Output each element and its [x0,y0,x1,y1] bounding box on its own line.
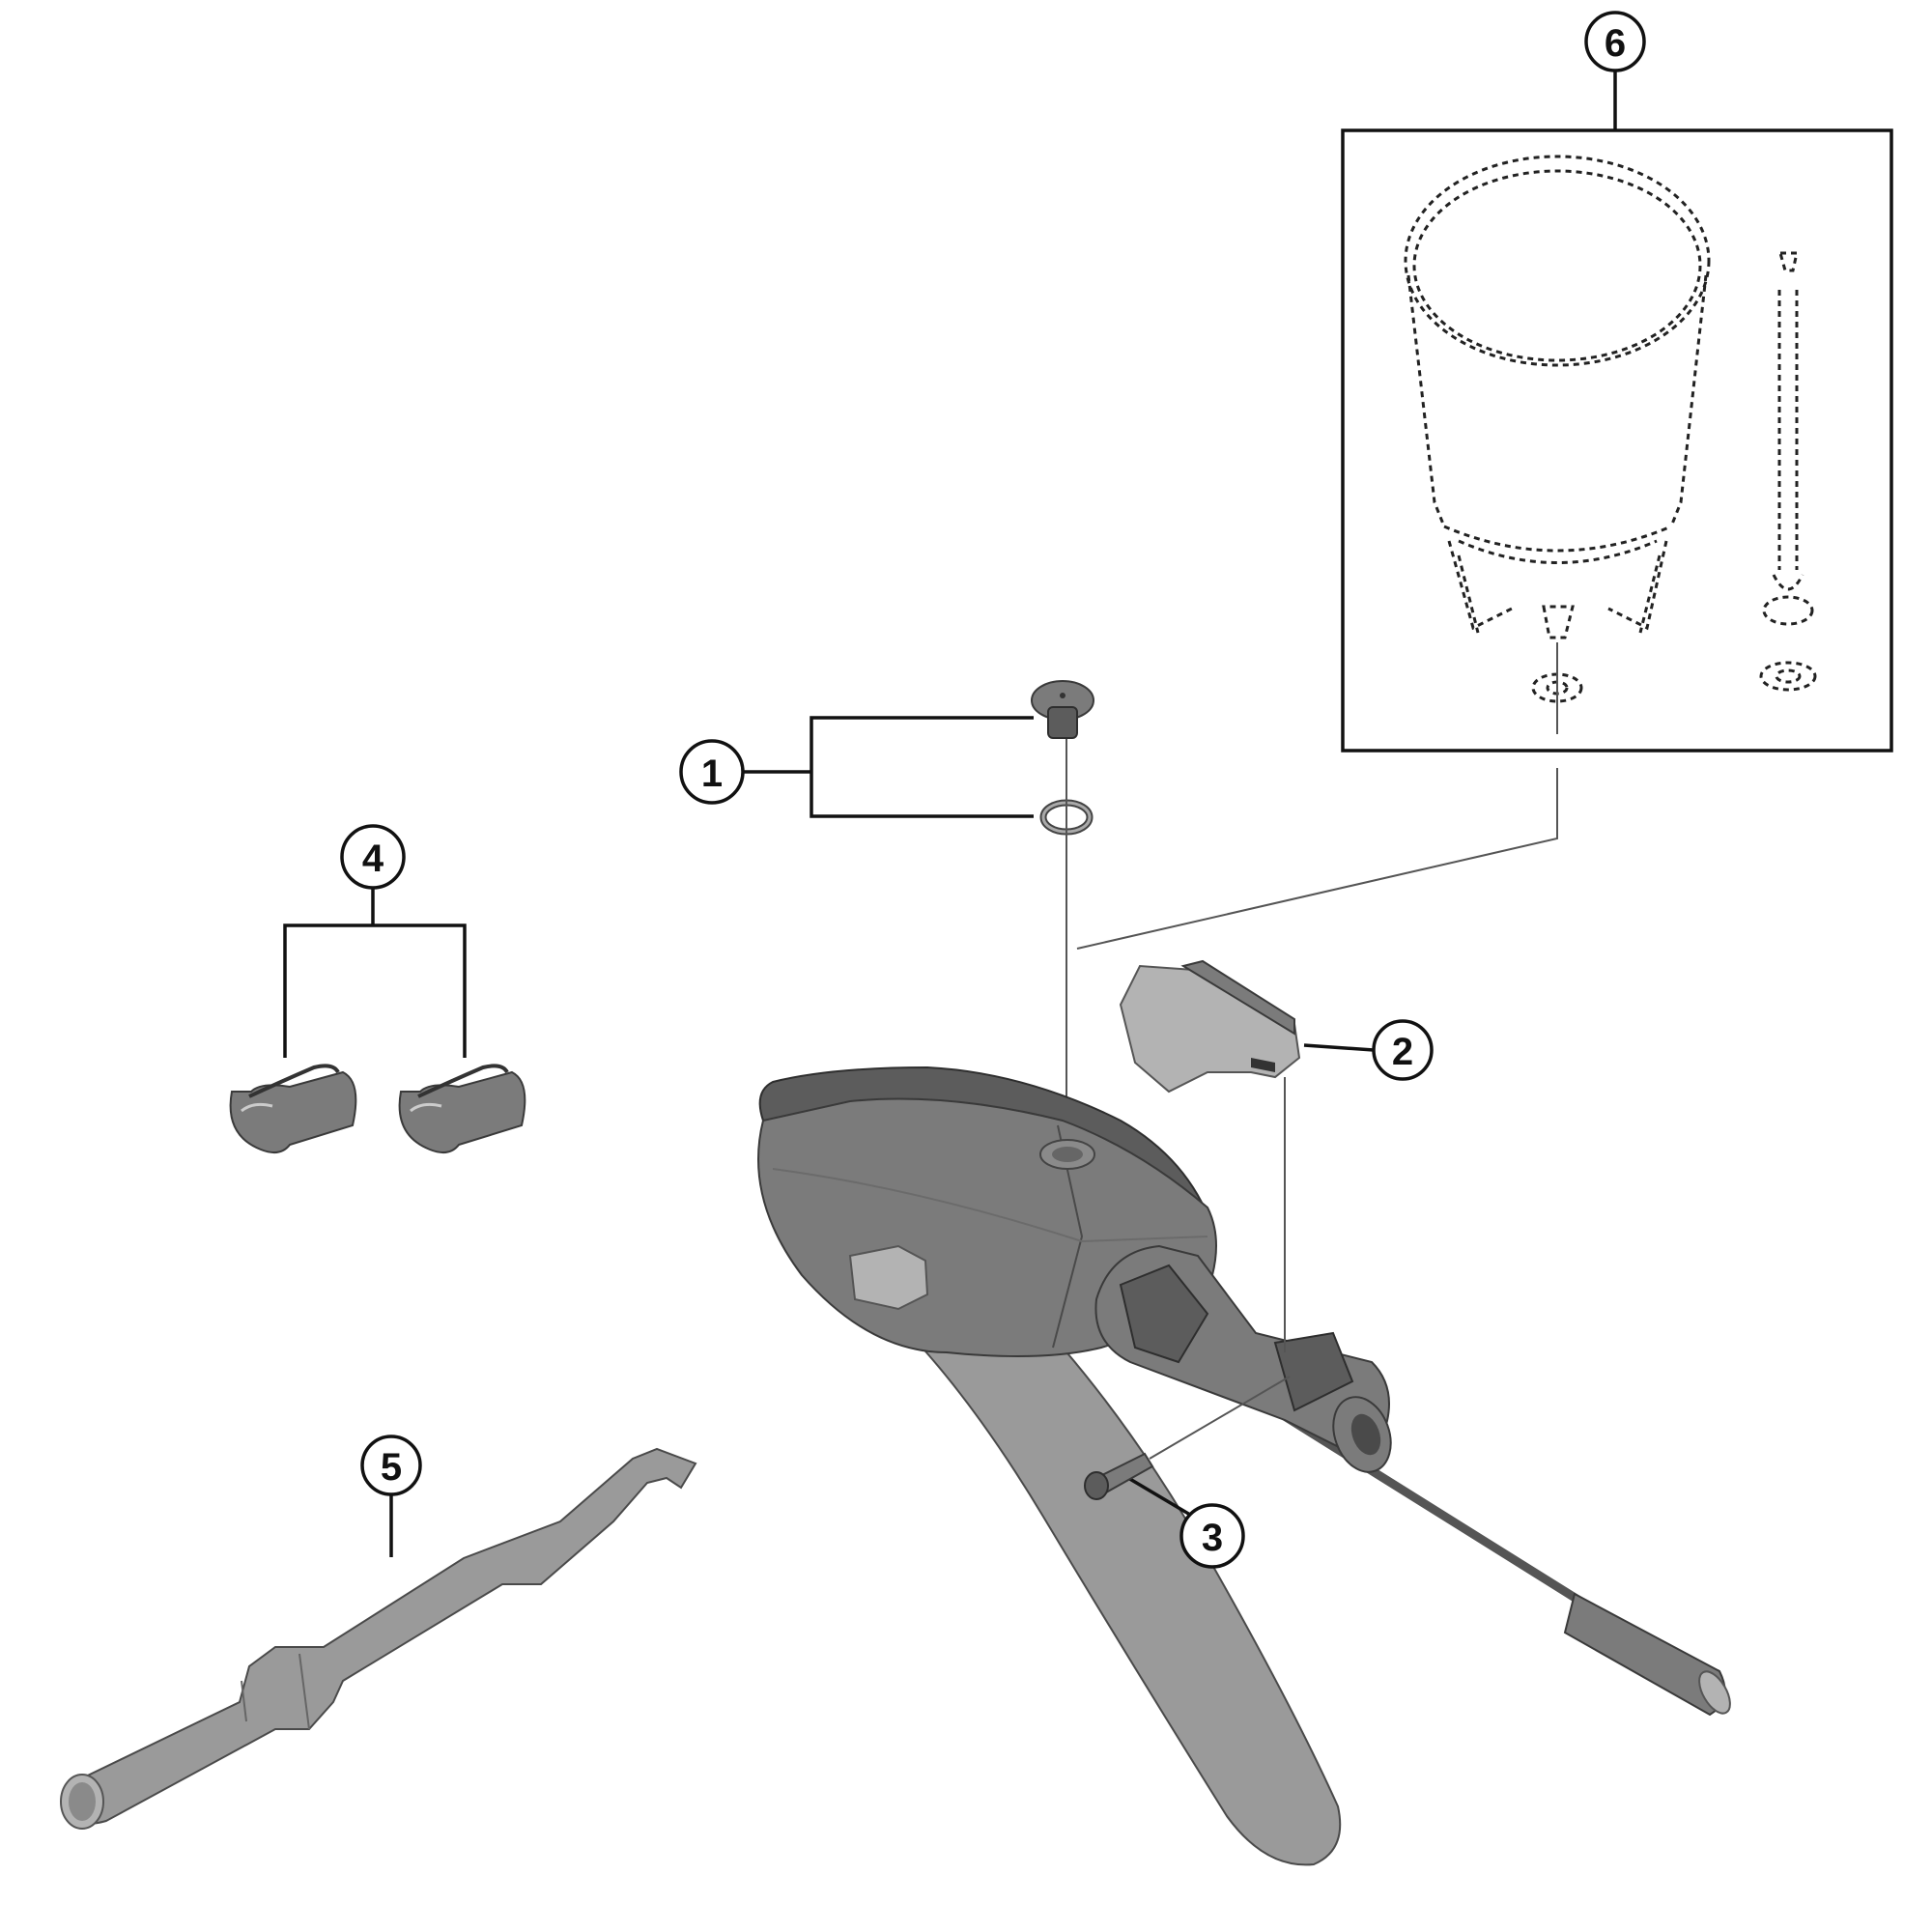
callout-3-group: 3 [1084,1376,1291,1569]
callout-4[interactable]: 4 [340,824,406,890]
callout-6[interactable]: 6 [1584,11,1646,72]
callout-2-group: 2 [1119,959,1434,1352]
bleed-plug [1759,251,1817,692]
callout-3[interactable]: 3 [1179,1503,1245,1569]
cover-plate[interactable] [1119,959,1301,1094]
callout-3-number: 3 [1202,1517,1223,1559]
hose-clip-right[interactable] [398,1064,526,1154]
internal-mechanism [1094,1244,1392,1473]
pivot-pin [848,1244,929,1311]
bleed-port [1039,1139,1095,1170]
callout-2-number: 2 [1392,1031,1413,1073]
bleed-screw[interactable] [1031,680,1094,739]
fixing-bolt[interactable] [1084,1452,1154,1500]
callout-2[interactable]: 2 [1372,1019,1434,1081]
callout-1-number: 1 [701,753,723,795]
callout-5-group: 5 [60,1435,697,1830]
callout-1-group: 1 [679,680,1094,1130]
funnel-kit-box [1341,128,1893,753]
lever-tool[interactable] [60,1447,697,1830]
cable-connector [1563,1592,1731,1717]
callout-5-number: 5 [381,1446,402,1489]
callout-1[interactable]: 1 [679,739,745,805]
callout-6-number: 6 [1605,22,1626,65]
brake-lever-assembly[interactable] [757,1065,1736,1866]
funnel-kit-leader [1076,768,1558,950]
callout-4-group: 4 [229,824,526,1154]
bleed-funnel [1404,155,1711,734]
callout-5[interactable]: 5 [360,1435,422,1496]
hose-clip-left[interactable] [229,1064,357,1154]
callout-6-group: 6 [1341,11,1893,753]
callout-4-number: 4 [362,838,384,880]
